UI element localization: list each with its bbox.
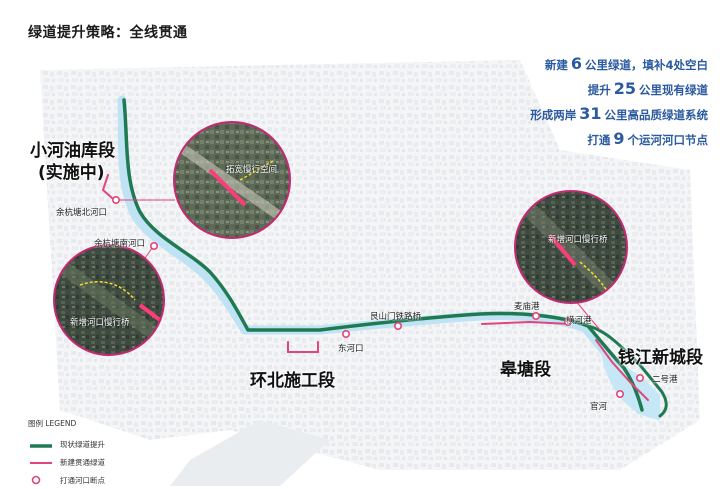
existing-greenway-east [586,324,668,418]
node-label-ermiao: 二号港 [652,375,678,385]
node-yuhang-south [150,242,159,251]
stat-suffix: 公里现有绿道 [639,83,708,97]
stat-suffix: 公里高品质绿道系统 [604,108,709,122]
legend: 图例 LEGEND 现状绿道提升 新建贯通绿道 打通河口断点 [28,418,105,489]
stat-number: 31 [579,104,602,123]
callout-label-new-bridge-right: 新增河口慢行桥 [548,235,608,245]
stat-number: 9 [613,129,625,148]
node-label-henghe: 横河港 [566,316,592,326]
node-label-guanhe: 官河 [590,402,608,412]
new-greenway-qianjiang [595,339,649,401]
new-greenway-huanbei [287,341,319,353]
stat-prefix: 提升 [587,83,611,97]
node-guanhe [615,389,624,398]
node-label-maimiao: 麦庙港 [514,302,540,312]
legend-title: 图例 LEGEND [28,419,77,428]
section-label-huanbei: 环北施工段 [250,371,335,391]
page-title: 绿道提升策略：全线贯通 [28,25,188,41]
node-label-yuhang-south: 余杭塘南河口 [94,239,146,249]
stat-prefix: 打通 [587,133,611,147]
callout-expand-space [173,121,291,239]
stat-number: 25 [613,79,636,98]
node-yuhang-north [112,196,121,205]
legend-label-existing: 现状绿道提升 [60,439,105,449]
legend-symbols [30,444,52,485]
callout-new-bridge-right [514,190,628,304]
stat-prefix: 新建 [544,58,568,72]
legend-label-new: 新建贯通绿道 [60,457,105,467]
legend-item-node: 打通河口断点 [28,471,105,489]
node-henghe [563,317,572,326]
legend-label-node: 打通河口断点 [60,475,105,485]
stat-prefix: 形成两岸 [530,108,577,122]
node-label-yuhang-north: 余杭塘北河口 [56,208,108,218]
new-greenway-segments [101,174,649,401]
new-greenway-xiaohe [101,174,113,199]
stat-suffix: 公里绿道，填补4处空白 [584,58,708,72]
node-ermiao [635,373,644,382]
stat-suffix: 个运河河口节点 [627,133,709,147]
node-label-genshanmen: 艮山门铁路桥 [370,312,422,322]
node-label-donghe: 东河口 [338,344,364,354]
node-genshanmen [393,321,402,330]
canal-nodes [112,196,644,398]
callout-label-expand-space: 拓宽慢行空间 [226,165,278,175]
legend-item-existing: 现状绿道提升 [28,435,105,453]
legend-item-new: 新建贯通绿道 [28,453,105,471]
callout-label-new-bridge-left: 新增河口慢行桥 [70,318,130,328]
new-greenway-gaotang [481,320,571,325]
section-label-gaotang: 皋塘段 [500,360,551,380]
node-maimiao [531,311,540,320]
section-label-xiaohe: 小河油库段 [30,141,115,161]
existing-greenway [122,98,644,412]
node-donghe [341,329,350,338]
callout-new-bridge-left [53,244,165,356]
stat-number: 6 [570,54,582,73]
section-label-qianjiang: 钱江新城段 [618,348,703,368]
section-label-xiaohe-status: (实施中) [38,163,105,183]
